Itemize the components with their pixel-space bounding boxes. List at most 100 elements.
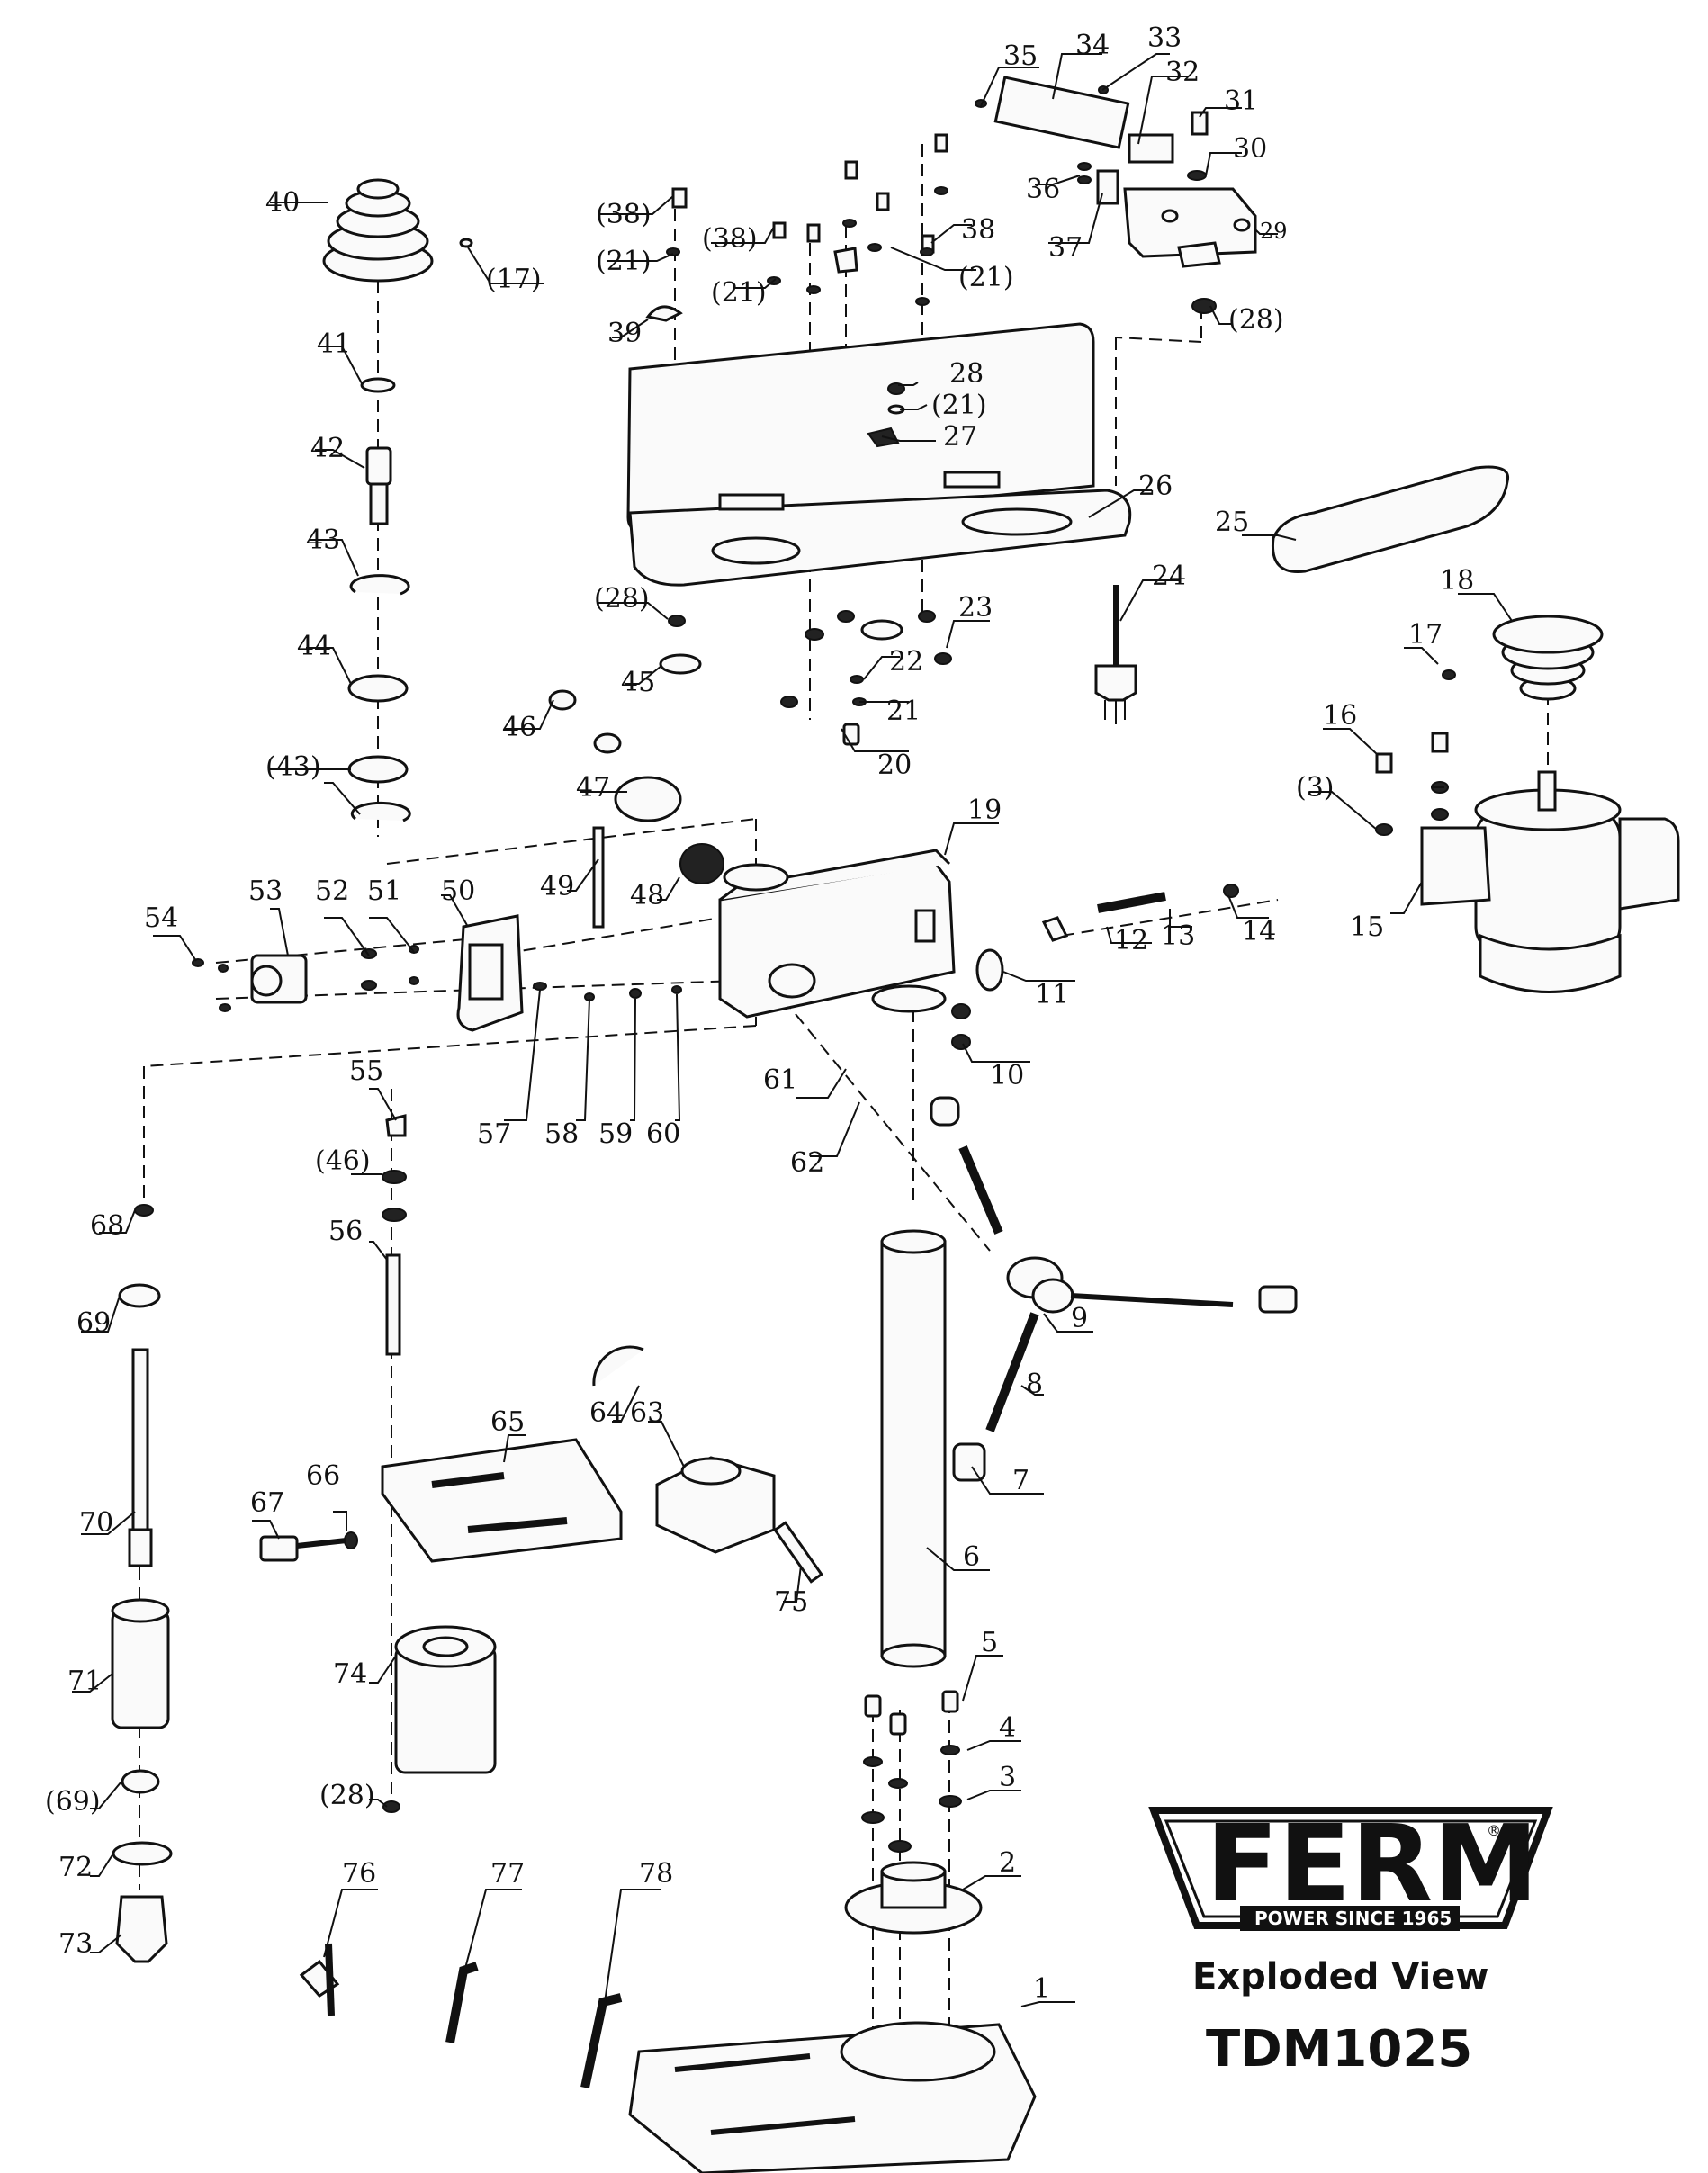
label-23: 23 bbox=[958, 592, 993, 624]
brand-logo: FERM ® POWER SINCE 1965 bbox=[1148, 1801, 1553, 1931]
on-off-switch bbox=[192, 914, 682, 1032]
label-34: 34 bbox=[1075, 30, 1110, 61]
label-19: 19 bbox=[967, 795, 1002, 826]
label-53: 53 bbox=[248, 875, 283, 907]
label-64: 64 bbox=[589, 1397, 624, 1429]
label-12: 12 bbox=[1114, 925, 1148, 956]
label-72: 72 bbox=[58, 1852, 93, 1883]
label-39: 39 bbox=[607, 318, 642, 349]
label-69: 69 bbox=[76, 1307, 111, 1339]
label-75: 75 bbox=[774, 1586, 808, 1618]
label-71: 71 bbox=[67, 1666, 102, 1697]
label-60: 60 bbox=[646, 1118, 680, 1150]
label-46: 46 bbox=[502, 712, 536, 743]
drive-belt bbox=[1271, 465, 1510, 574]
power-plug bbox=[1094, 585, 1137, 724]
label-73: 73 bbox=[58, 1928, 93, 1960]
cover-fasteners bbox=[645, 133, 948, 448]
label-24: 24 bbox=[1152, 561, 1186, 592]
feed-handles bbox=[930, 1096, 1298, 1482]
circlip-43 bbox=[349, 574, 410, 596]
label-66: 66 bbox=[306, 1460, 340, 1492]
brand-name: FERM bbox=[1206, 1801, 1539, 1926]
label-40: 40 bbox=[265, 187, 300, 219]
brand-tagline: POWER SINCE 1965 bbox=[1254, 1908, 1452, 1929]
label-21d: (21) bbox=[596, 246, 652, 277]
motor-pulley bbox=[1442, 615, 1604, 701]
label-76: 76 bbox=[342, 1858, 376, 1890]
bearing-43b bbox=[347, 755, 409, 784]
label-61: 61 bbox=[763, 1064, 797, 1096]
label-18: 18 bbox=[1440, 565, 1474, 597]
label-59: 59 bbox=[598, 1118, 633, 1150]
label-69b: (69) bbox=[45, 1786, 101, 1818]
label-41: 41 bbox=[317, 328, 351, 360]
label-38: 38 bbox=[961, 214, 995, 246]
label-65: 65 bbox=[490, 1406, 525, 1438]
label-20: 20 bbox=[877, 750, 912, 781]
retaining-ring-41 bbox=[360, 377, 396, 393]
label-57: 57 bbox=[477, 1118, 511, 1150]
label-6: 6 bbox=[963, 1541, 980, 1573]
label-21c: (21) bbox=[711, 277, 767, 309]
motor bbox=[1375, 732, 1680, 993]
model-number: TDM1025 bbox=[1206, 2020, 1472, 2079]
label-42: 42 bbox=[310, 433, 345, 464]
label-32: 32 bbox=[1165, 57, 1200, 88]
leader-lines bbox=[72, 53, 1513, 2007]
label-35: 35 bbox=[1003, 40, 1038, 72]
bearing-44 bbox=[347, 674, 409, 703]
label-1: 1 bbox=[1033, 1973, 1050, 2005]
label-22: 22 bbox=[889, 646, 923, 678]
base bbox=[628, 2021, 1037, 2173]
label-14: 14 bbox=[1242, 916, 1276, 947]
label-28b: (28) bbox=[594, 583, 650, 615]
label-17b: (17) bbox=[486, 264, 542, 295]
spindle-sleeve-42 bbox=[365, 446, 392, 525]
label-37: 37 bbox=[1048, 232, 1083, 264]
label-51: 51 bbox=[367, 875, 401, 907]
label-17: 17 bbox=[1408, 619, 1443, 651]
table-bracket bbox=[382, 1625, 497, 1813]
label-43b: (43) bbox=[265, 751, 321, 783]
label-28a: (28) bbox=[1228, 304, 1284, 336]
flange-fasteners bbox=[861, 1690, 962, 1853]
label-28c: (28) bbox=[319, 1780, 375, 1811]
part-labels: 1 2 3 4 5 6 7 8 9 10 11 12 13 14 15 16 1… bbox=[45, 22, 1474, 2005]
belt-guard-cover bbox=[626, 322, 1132, 587]
label-4: 4 bbox=[999, 1712, 1016, 1744]
depth-stop bbox=[382, 1114, 407, 1356]
brand-registered-mark: ® bbox=[1487, 1822, 1501, 1839]
label-50: 50 bbox=[441, 875, 475, 907]
column-flange bbox=[844, 1861, 983, 1935]
feed-shaft-parts bbox=[951, 884, 1239, 1050]
spindle-pulley bbox=[322, 178, 473, 283]
label-29: 29 bbox=[1260, 219, 1288, 244]
label-31: 31 bbox=[1224, 85, 1258, 117]
label-62: 62 bbox=[790, 1147, 824, 1179]
label-28: 28 bbox=[949, 358, 984, 390]
label-13: 13 bbox=[1161, 920, 1195, 952]
label-15: 15 bbox=[1350, 911, 1384, 943]
label-21a: (21) bbox=[931, 390, 987, 421]
label-67: 67 bbox=[250, 1487, 284, 1519]
label-33: 33 bbox=[1147, 22, 1182, 54]
label-16: 16 bbox=[1323, 700, 1357, 732]
label-38b: (38) bbox=[596, 199, 652, 230]
label-68: 68 bbox=[90, 1210, 124, 1242]
caption-exploded-view: Exploded View bbox=[1192, 1956, 1488, 1998]
label-43: 43 bbox=[306, 525, 340, 556]
label-21: 21 bbox=[886, 696, 921, 727]
label-52: 52 bbox=[315, 875, 349, 907]
label-55: 55 bbox=[349, 1055, 383, 1087]
tools bbox=[299, 1943, 623, 2089]
label-45: 45 bbox=[621, 667, 655, 698]
label-9: 9 bbox=[1071, 1303, 1088, 1334]
label-49: 49 bbox=[540, 871, 574, 902]
label-26: 26 bbox=[1138, 471, 1173, 502]
label-44: 44 bbox=[297, 631, 331, 662]
label-47: 47 bbox=[576, 772, 610, 804]
label-63: 63 bbox=[630, 1397, 664, 1429]
label-36: 36 bbox=[1026, 174, 1060, 205]
